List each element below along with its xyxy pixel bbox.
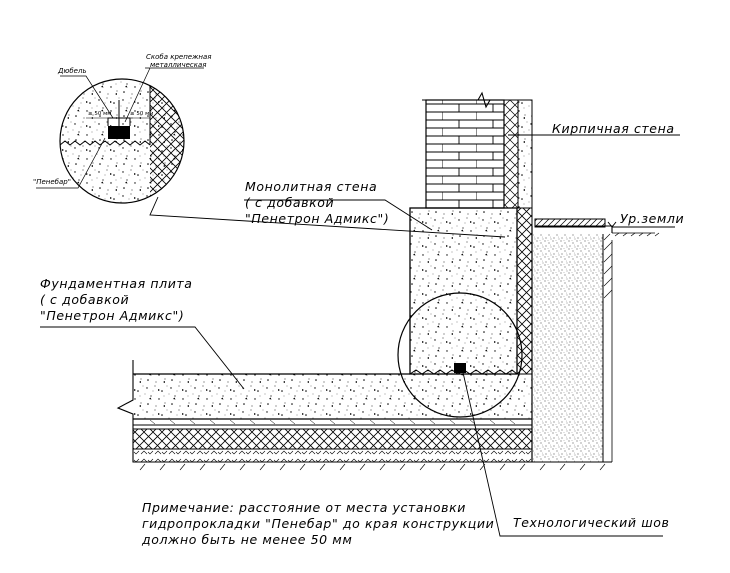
detail-callout-circle [397, 292, 523, 418]
ground-level-marker [534, 218, 675, 237]
label-construction-joint: Технологический шов [513, 515, 670, 530]
label-brick-wall: Кирпичная стена [552, 121, 675, 136]
inset-dim-left: ≥ 50 мм [88, 111, 112, 117]
leader-lines [40, 134, 680, 537]
inset-dim-right: ≥ 50 мм [130, 111, 154, 117]
note-line-2: гидропрокладки "Пенебар" до края констру… [142, 516, 495, 531]
label-monolithic-wall-3: "Пенетрон Адмикс") [245, 211, 390, 226]
label-ground-level: Ур.земли [620, 211, 685, 226]
note-line-1: Примечание: расстояние от места установк… [142, 500, 467, 515]
penebar-waterstop [454, 363, 466, 373]
label-foundation-slab-1: Фундаментная плита [40, 276, 193, 291]
brick-wall [422, 91, 533, 226]
inset-label-dowel: Дюбель [58, 67, 87, 75]
monolithic-wall [409, 207, 533, 375]
inset-label-bracket-2: металлическая [150, 61, 207, 69]
soil-backfill [533, 233, 613, 462]
label-monolithic-wall-1: Монолитная стена [245, 179, 378, 194]
inset-label-bracket-1: Скоба крепежная [146, 53, 212, 61]
inset-label-penebar: "Пенебар" [33, 178, 71, 186]
label-foundation-slab-3: "Пенетрон Адмикс") [40, 308, 185, 323]
label-foundation-slab-2: ( с добавкой [40, 292, 130, 307]
note-line-3: должно быть не менее 50 мм [142, 532, 353, 547]
foundation-slab [116, 360, 533, 462]
label-monolithic-wall-2: ( с добавкой [245, 195, 335, 210]
under-slab-layers [132, 419, 612, 471]
